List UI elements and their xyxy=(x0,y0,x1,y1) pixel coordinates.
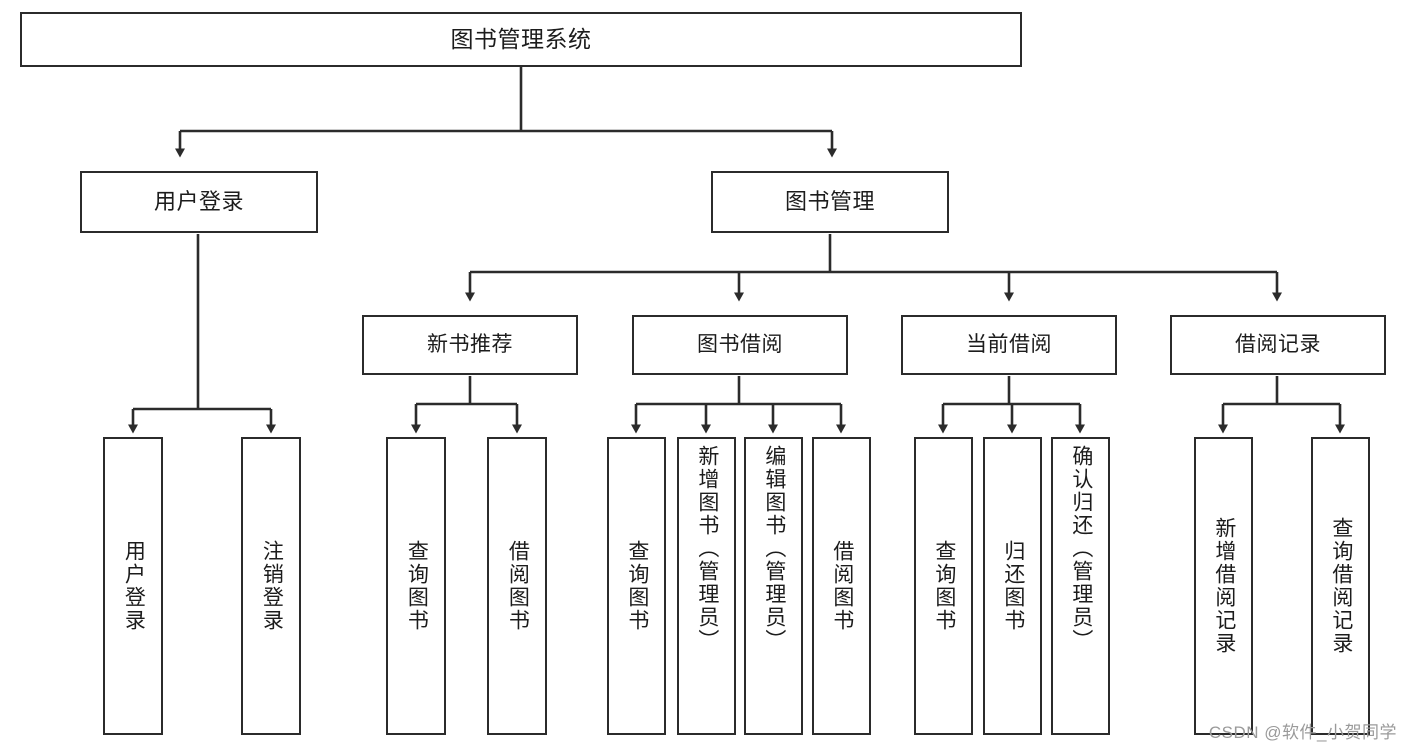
leaf-record-add-label: 新增借阅记录 xyxy=(1212,517,1236,655)
leaf-record-query[interactable]: 查询借阅记录 xyxy=(1311,437,1370,735)
leaf-new-borrow-book[interactable]: 借阅图书 xyxy=(487,437,547,735)
leaf-current-query-book[interactable]: 查询图书 xyxy=(914,437,973,735)
leaf-new-query-book[interactable]: 查询图书 xyxy=(386,437,446,735)
leaf-current-return-book[interactable]: 归还图书 xyxy=(983,437,1042,735)
leaf-user-logout-label: 注销登录 xyxy=(260,540,284,632)
leaf-new-query-book-label: 查询图书 xyxy=(405,540,429,632)
leaf-current-confirm-return-label: 确认归还（管理员） xyxy=(1069,445,1093,652)
node-root[interactable]: 图书管理系统 xyxy=(20,12,1022,67)
node-book-management-label: 图书管理 xyxy=(784,189,875,215)
leaf-borrow-edit-book[interactable]: 编辑图书（管理员） xyxy=(744,437,803,735)
leaf-user-logout[interactable]: 注销登录 xyxy=(241,437,301,735)
leaf-borrow-add-book[interactable]: 新增图书（管理员） xyxy=(677,437,736,735)
node-book-management[interactable]: 图书管理 xyxy=(711,171,949,233)
csdn-watermark: CSDN @软件_小贺同学 xyxy=(1208,723,1397,742)
leaf-current-return-book-label: 归还图书 xyxy=(1001,540,1025,632)
node-current-borrow[interactable]: 当前借阅 xyxy=(901,315,1117,375)
leaf-borrow-add-book-label: 新增图书（管理员） xyxy=(695,445,719,652)
leaf-user-login-label: 用户登录 xyxy=(122,540,146,632)
node-new-book-recommend-label: 新书推荐 xyxy=(427,332,513,356)
leaf-new-borrow-book-label: 借阅图书 xyxy=(506,540,530,632)
leaf-borrow-borrow-book[interactable]: 借阅图书 xyxy=(812,437,871,735)
node-borrow-record[interactable]: 借阅记录 xyxy=(1170,315,1386,375)
node-current-borrow-label: 当前借阅 xyxy=(966,332,1052,356)
node-user-login-label: 用户登录 xyxy=(153,189,244,215)
leaf-current-confirm-return[interactable]: 确认归还（管理员） xyxy=(1051,437,1110,735)
node-book-borrow[interactable]: 图书借阅 xyxy=(632,315,848,375)
leaf-borrow-borrow-book-label: 借阅图书 xyxy=(830,540,854,632)
leaf-user-login[interactable]: 用户登录 xyxy=(103,437,163,735)
node-root-label: 图书管理系统 xyxy=(450,25,592,52)
node-user-login[interactable]: 用户登录 xyxy=(80,171,318,233)
leaf-borrow-query-book-label: 查询图书 xyxy=(625,540,649,632)
leaf-borrow-query-book[interactable]: 查询图书 xyxy=(607,437,666,735)
leaf-record-query-label: 查询借阅记录 xyxy=(1329,517,1353,655)
leaf-current-query-book-label: 查询图书 xyxy=(932,540,956,632)
leaf-borrow-edit-book-label: 编辑图书（管理员） xyxy=(762,445,786,652)
node-borrow-record-label: 借阅记录 xyxy=(1235,332,1321,356)
node-book-borrow-label: 图书借阅 xyxy=(697,332,783,356)
node-new-book-recommend[interactable]: 新书推荐 xyxy=(362,315,578,375)
leaf-record-add[interactable]: 新增借阅记录 xyxy=(1194,437,1253,735)
